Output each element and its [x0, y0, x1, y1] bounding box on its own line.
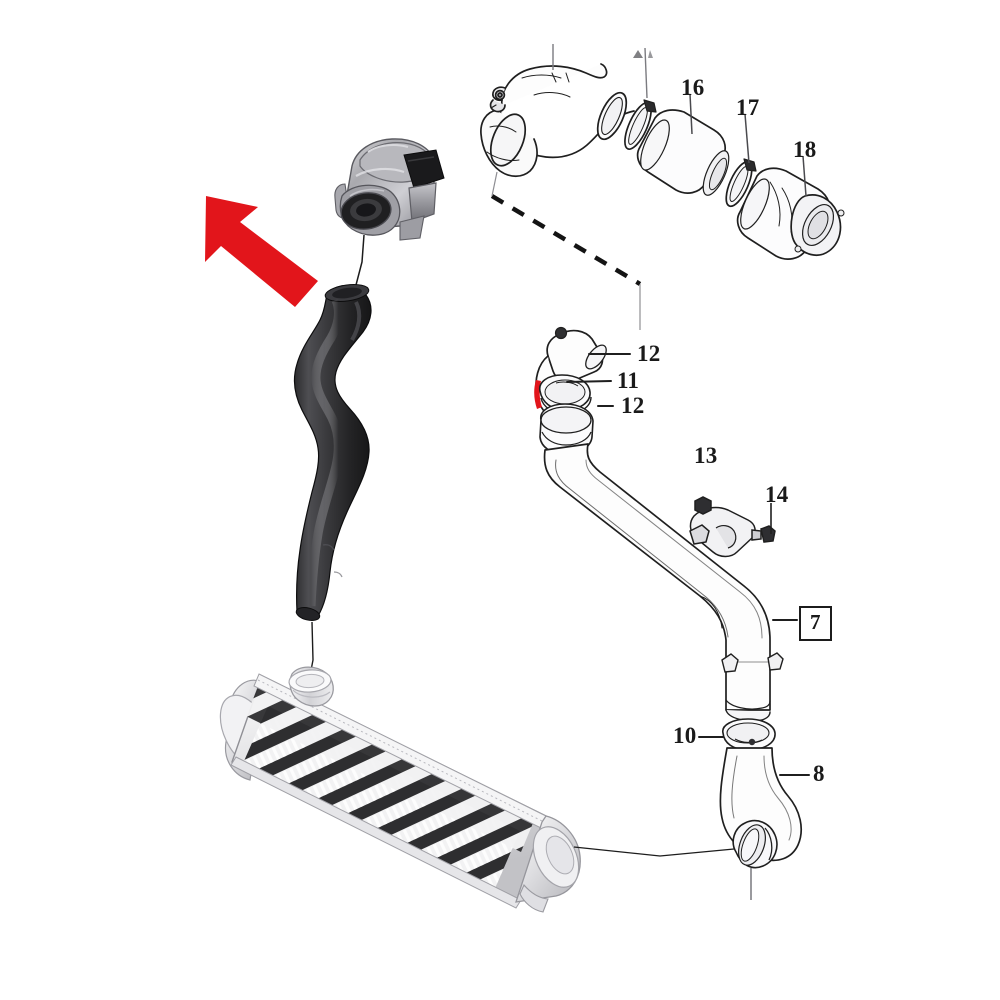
small-annotation-marks: [633, 50, 653, 58]
part-16-sleeve-hose: [636, 109, 730, 196]
callout-12-upper: 12: [637, 341, 661, 366]
callout-16: 16: [681, 75, 705, 100]
dashed-assembly-guide-line: [490, 194, 642, 286]
callout-14: 14: [765, 482, 789, 507]
hose-clamp-upper-a: [624, 99, 657, 150]
part-17-hose-clamp: [725, 158, 757, 208]
callout-12-lower: 12: [621, 393, 645, 418]
intercooler-to-clamp-leader: [573, 846, 735, 857]
callout-7-boxed: 7: [799, 606, 832, 641]
upper-assembly-leader-lines: [552, 44, 648, 99]
part-18-elbow-boot: [736, 167, 845, 260]
intercooler-inlet-neck: [288, 666, 334, 707]
red-arrow: [205, 196, 318, 307]
upper-intake-pipe-assembly: [480, 63, 845, 260]
throttle-to-hose-leader: [355, 234, 365, 286]
part-10-hose-clamp: [722, 718, 776, 751]
callout-13: 13: [694, 443, 718, 468]
callout-8: 8: [813, 761, 825, 786]
intercooler-core: [219, 666, 581, 913]
part-13-hard-pipe: [543, 443, 771, 722]
callout-10: 10: [673, 723, 697, 748]
dashed-guide-thin-connectors: [491, 171, 641, 330]
red-edge-highlight: [534, 380, 542, 409]
throttle-body-valve: [334, 138, 445, 241]
callout-leader-lines: [566, 353, 810, 776]
pipe-retaining-clips: [721, 652, 784, 673]
black-charge-hose: [293, 284, 372, 622]
part-12-clamp-lower: [538, 374, 592, 415]
callout-18: 18: [793, 137, 817, 162]
callout-17: 17: [736, 95, 760, 120]
pipe-13-top-collar: [539, 403, 594, 455]
lower-hose-end-clamp: [732, 819, 778, 869]
callout-leader-16-17-18: [689, 93, 807, 197]
callout-11: 11: [617, 368, 640, 393]
pipe-bracket-and-bolt: [689, 496, 776, 558]
